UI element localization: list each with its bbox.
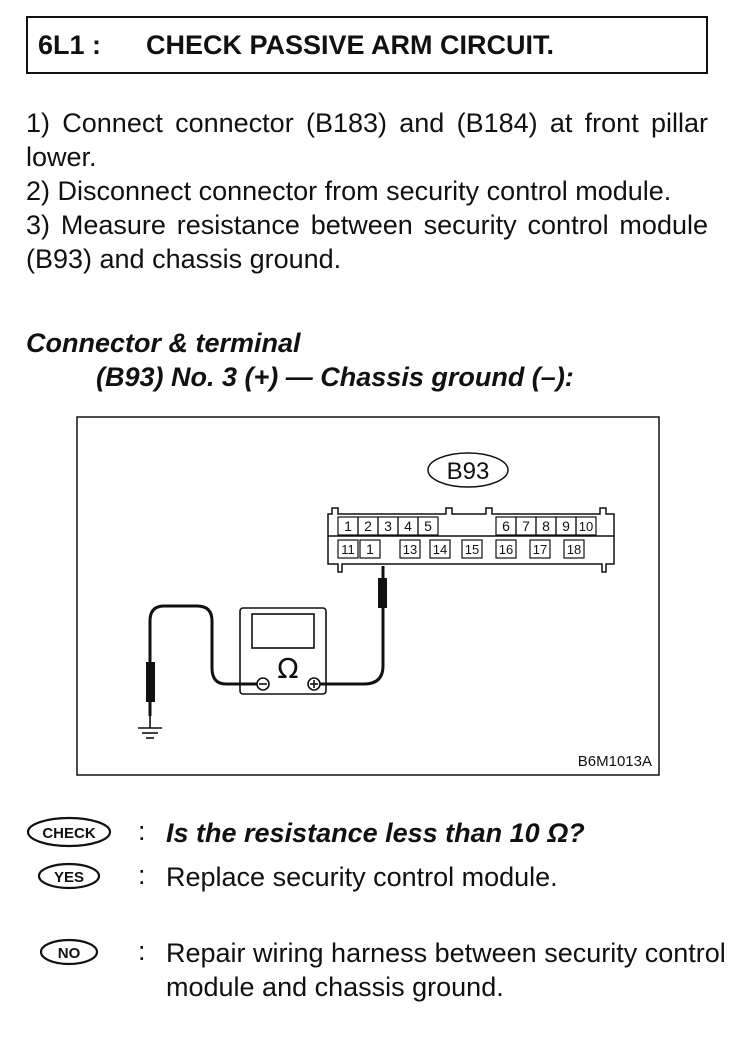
pin-bottom-1: 1 — [366, 541, 374, 557]
svg-text:CHECK: CHECK — [42, 825, 96, 842]
no-answer: Repair wiring harness between security c… — [166, 938, 726, 1002]
check-question: Is the resistance less than 10 Ω? — [166, 818, 585, 848]
negative-probe — [146, 662, 155, 702]
pin-bottom-15: 15 — [465, 542, 479, 557]
pin-2: 2 — [364, 518, 372, 534]
pin-9: 9 — [562, 518, 570, 534]
connector-terminal-heading: Connector & terminal — [26, 328, 301, 358]
connector-label-ellipse — [427, 452, 509, 488]
check-badge: CHECK — [26, 816, 112, 848]
check-colon: : — [138, 816, 146, 846]
pin-5: 5 — [424, 518, 432, 534]
pin-5-cell — [417, 516, 439, 536]
pin-bottom-18: 18 — [567, 542, 581, 557]
pin-bottom-15-cell — [461, 539, 483, 559]
ground-icon — [138, 716, 162, 739]
pin-bottom-13-cell — [399, 539, 421, 559]
pin-bottom-14-cell — [429, 539, 451, 559]
pin-bottom-17-cell — [529, 539, 551, 559]
figure-id: B6M1013A — [578, 753, 652, 770]
yes-answer: Replace security control module. — [166, 862, 558, 892]
connector-b93 — [327, 507, 615, 573]
section-title: CHECK PASSIVE ARM CIRCUIT. — [146, 30, 555, 60]
connector-label: B93 — [447, 458, 490, 485]
yes-badge: YES — [37, 862, 101, 890]
connector-terminal-spec: (B93) No. 3 (+) — Chassis ground (–): — [96, 362, 574, 392]
pin-4: 4 — [404, 518, 412, 534]
no-badge: NO — [39, 938, 99, 966]
svg-text:NO: NO — [58, 945, 81, 962]
pin-1: 1 — [344, 518, 352, 534]
pin-bottom-11: 11 — [341, 542, 355, 557]
no-colon: : — [138, 936, 146, 966]
pin-bottom-14: 14 — [433, 542, 447, 557]
positive-lead — [320, 566, 385, 686]
pin-3: 3 — [384, 518, 392, 534]
step-3: 3) Measure resistance between security c… — [26, 210, 708, 274]
pin-bottom-16-cell — [495, 539, 517, 559]
ohm-symbol: Ω — [277, 652, 298, 685]
positive-probe — [378, 578, 387, 608]
pin-7: 7 — [522, 518, 530, 534]
pin-6: 6 — [502, 518, 510, 534]
pin-bottom-18-cell — [563, 539, 585, 559]
diagram-frame — [76, 416, 660, 776]
yes-colon: : — [138, 860, 146, 890]
negative-lead — [148, 604, 257, 716]
svg-text:YES: YES — [54, 869, 84, 886]
pin-8: 8 — [542, 518, 550, 534]
pin-bottom-13: 13 — [403, 542, 417, 557]
pin-10: 10 — [579, 519, 593, 534]
pin-bottom-17: 17 — [533, 542, 547, 557]
pin-bottom-11-cell — [337, 539, 359, 559]
step-1: 1) Connect connector (B183) and (B184) a… — [26, 108, 708, 172]
pin-10-cell — [575, 516, 597, 536]
pin-bottom-16: 16 — [499, 542, 513, 557]
step-2: 2) Disconnect connector from security co… — [26, 176, 672, 206]
pin-bottom-1-cell — [359, 539, 381, 559]
title-box: 6L1 : CHECK PASSIVE ARM CIRCUIT. — [26, 16, 708, 74]
procedure-steps: 1) Connect connector (B183) and (B184) a… — [26, 106, 708, 276]
section-code: 6L1 : — [38, 30, 102, 60]
